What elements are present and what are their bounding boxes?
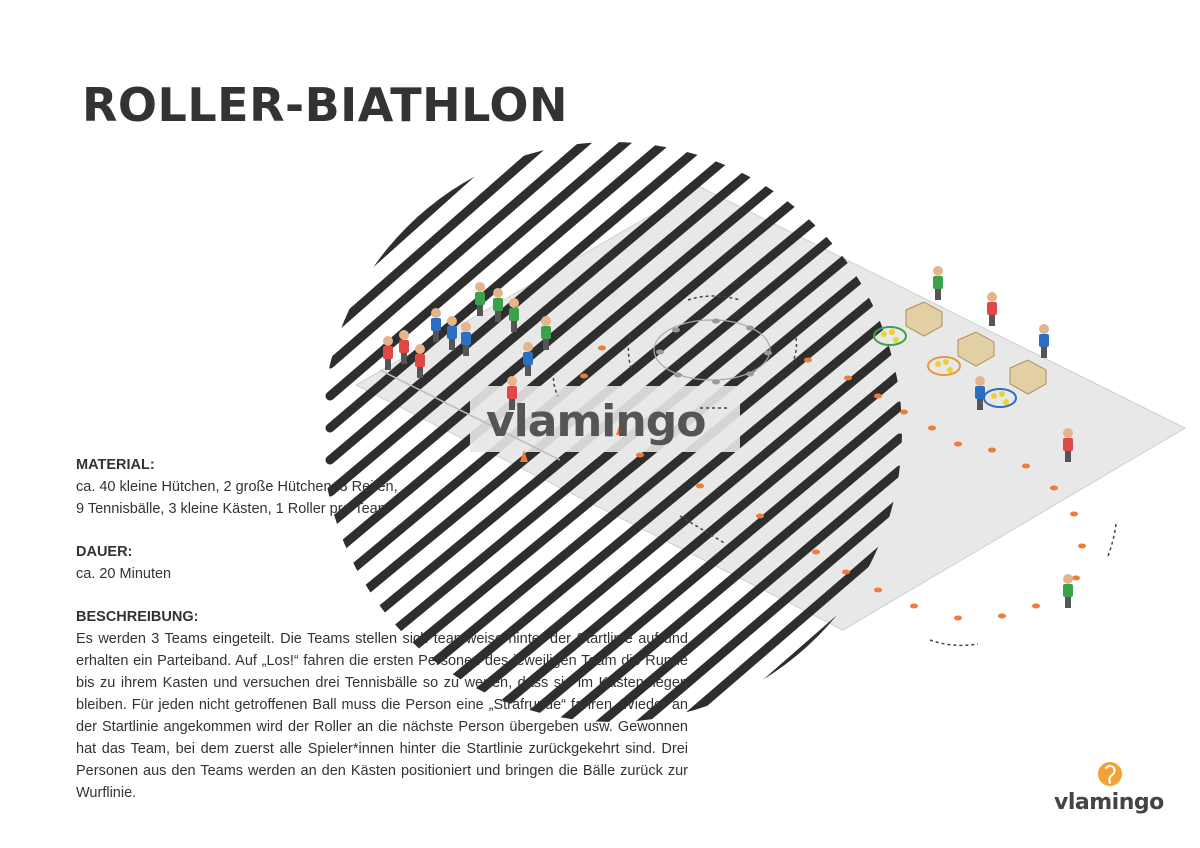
player-figure bbox=[509, 298, 519, 332]
player-figure bbox=[415, 344, 425, 378]
beschreibung-label: BESCHREIBUNG: bbox=[76, 609, 199, 625]
logo-wordmark: vlamingo bbox=[1054, 790, 1164, 815]
player-figure bbox=[431, 308, 441, 342]
player-figure bbox=[975, 376, 985, 410]
player-figure bbox=[1039, 324, 1049, 358]
watermark: vlamingo bbox=[486, 396, 706, 447]
big-cone-right bbox=[616, 423, 624, 435]
player-figure bbox=[383, 336, 393, 370]
player-figure bbox=[523, 342, 533, 376]
player-figure bbox=[507, 376, 517, 410]
players bbox=[383, 266, 1073, 608]
player-figure bbox=[493, 288, 503, 322]
tennis-balls bbox=[881, 329, 1009, 405]
grey-cones bbox=[656, 318, 772, 385]
penalty-loop bbox=[653, 319, 771, 381]
big-cone-left bbox=[520, 450, 528, 462]
description-block: MATERIAL: ca. 40 kleine Hütchen, 2 große… bbox=[76, 454, 688, 804]
course-cones bbox=[580, 345, 1086, 621]
player-figure bbox=[541, 316, 551, 350]
dauer-label: DAUER: bbox=[76, 544, 133, 560]
flamingo-icon bbox=[1098, 762, 1122, 786]
beschreibung-text: Es werden 3 Teams eingeteilt. Die Teams … bbox=[76, 631, 688, 801]
dauer-text: ca. 20 Minuten bbox=[76, 566, 172, 582]
player-figure bbox=[399, 330, 409, 364]
player-figure bbox=[1063, 428, 1073, 462]
player-figure bbox=[461, 322, 471, 356]
vlamingo-logo bbox=[1098, 762, 1122, 786]
player-figure bbox=[987, 292, 997, 326]
page-title: ROLLER-BIATHLON bbox=[82, 78, 568, 132]
player-figure bbox=[447, 316, 457, 350]
start-line bbox=[379, 369, 561, 461]
boxes bbox=[905, 301, 1047, 395]
player-figure bbox=[475, 282, 485, 316]
player-figure bbox=[1063, 574, 1073, 608]
material-label: MATERIAL: bbox=[76, 457, 155, 473]
material-line-2: 9 Tennisbälle, 3 kleine Kästen, 1 Roller… bbox=[76, 501, 390, 517]
material-line-1: ca. 40 kleine Hütchen, 2 große Hütchen, … bbox=[76, 479, 398, 495]
player-figure bbox=[933, 266, 943, 300]
direction-arrows bbox=[552, 295, 1117, 647]
